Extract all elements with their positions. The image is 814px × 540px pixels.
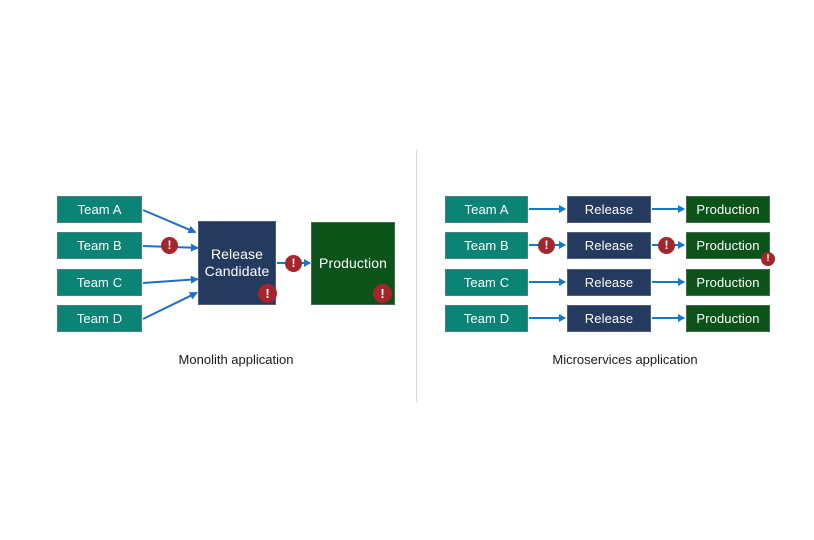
monolith-team-c-box[interactable]: Team C (57, 269, 142, 296)
microservices-production-c-box[interactable]: Production (686, 269, 770, 296)
microservices-caption: Microservices application (552, 352, 698, 367)
monolith-team-a-box[interactable]: Team A (57, 196, 142, 223)
microservices-release-c-box[interactable]: Release (567, 269, 651, 296)
monolith-production-label: Production (319, 255, 387, 271)
alert-icon-monolith-release-link[interactable]: ! (285, 255, 302, 272)
connector-microservices-team-a-to-release (529, 205, 566, 213)
microservices-production-b-label: Production (696, 238, 760, 253)
microservices-team-c-label: Team C (463, 275, 510, 290)
alert-icon-microservices-production-b[interactable]: ! (761, 252, 775, 266)
microservices-production-a-label: Production (696, 202, 760, 217)
microservices-team-a-box[interactable]: Team A (445, 196, 528, 223)
connector-microservices-release-a-to-production (652, 205, 685, 213)
alert-icon-microservices-release-b-link[interactable]: ! (658, 237, 675, 254)
connector-team-c-to-release-candidate (142, 278, 198, 284)
microservices-production-b-box[interactable]: Production (686, 232, 770, 259)
monolith-release-candidate-label-line1: Release (210, 246, 264, 262)
alert-icon-monolith-team-b-link[interactable]: ! (161, 237, 178, 254)
monolith-team-d-box[interactable]: Team D (57, 305, 142, 332)
monolith-release-candidate-label-line2: Candidate (204, 263, 270, 279)
microservices-release-a-box[interactable]: Release (567, 196, 651, 223)
monolith-team-b-label: Team B (77, 238, 122, 253)
microservices-team-c-box[interactable]: Team C (445, 269, 528, 296)
monolith-team-c-label: Team C (76, 275, 123, 290)
microservices-team-d-label: Team D (463, 311, 510, 326)
monolith-team-d-label: Team D (76, 311, 123, 326)
connector-microservices-team-c-to-release (529, 278, 566, 286)
microservices-team-b-box[interactable]: Team B (445, 232, 528, 259)
connector-team-a-to-release-candidate (142, 209, 196, 234)
monolith-caption: Monolith application (178, 352, 294, 367)
alert-icon-monolith-release-candidate[interactable]: ! (258, 284, 277, 303)
connector-microservices-team-d-to-release (529, 314, 566, 322)
microservices-release-d-label: Release (584, 311, 634, 326)
microservices-release-c-label: Release (584, 275, 634, 290)
microservices-release-d-box[interactable]: Release (567, 305, 651, 332)
microservices-team-d-box[interactable]: Team D (445, 305, 528, 332)
microservices-production-a-box[interactable]: Production (686, 196, 770, 223)
microservices-team-a-label: Team A (464, 202, 509, 217)
microservices-production-c-label: Production (696, 275, 760, 290)
microservices-release-a-label: Release (584, 202, 634, 217)
connector-microservices-release-d-to-production (652, 314, 685, 322)
alert-icon-microservices-team-b-link[interactable]: ! (538, 237, 555, 254)
microservices-release-b-box[interactable]: Release (567, 232, 651, 259)
connector-team-d-to-release-candidate (142, 291, 198, 320)
monolith-team-a-label: Team A (77, 202, 122, 217)
microservices-release-b-label: Release (584, 238, 634, 253)
connector-microservices-release-c-to-production (652, 278, 685, 286)
microservices-production-d-label: Production (696, 311, 760, 326)
monolith-team-b-box[interactable]: Team B (57, 232, 142, 259)
alert-icon-monolith-production[interactable]: ! (373, 284, 392, 303)
section-divider (416, 150, 417, 402)
microservices-production-d-box[interactable]: Production (686, 305, 770, 332)
microservices-team-b-label: Team B (464, 238, 509, 253)
